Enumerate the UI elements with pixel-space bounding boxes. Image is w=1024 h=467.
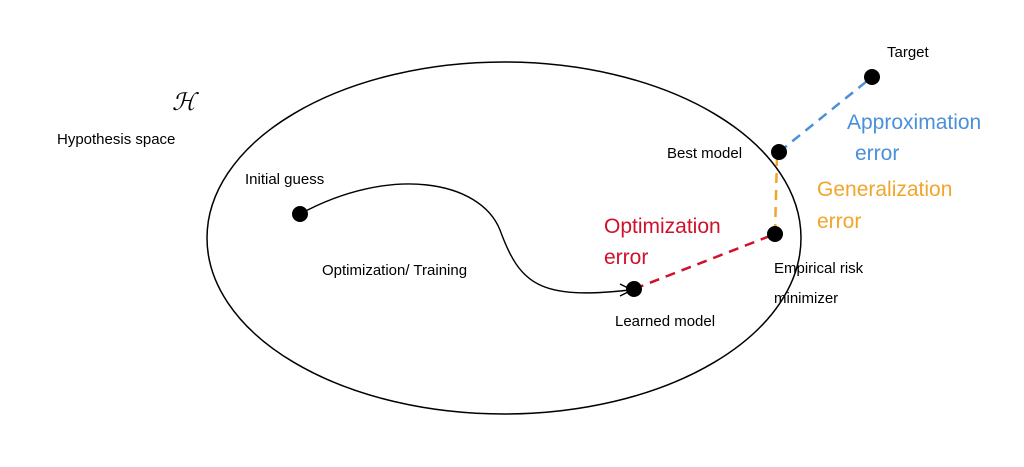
empirical-risk-minimizer-point bbox=[767, 226, 783, 242]
target-point bbox=[864, 69, 880, 85]
learned-model-label: Learned model bbox=[615, 313, 715, 330]
optimization-error-line bbox=[633, 232, 776, 291]
optimization-path-label: Optimization/ Training bbox=[322, 262, 467, 279]
hypothesis-space-ellipse bbox=[206, 61, 802, 415]
initial-guess-label: Initial guess bbox=[245, 171, 324, 188]
best-model-label: Best model bbox=[667, 145, 742, 162]
target-label: Target bbox=[887, 44, 930, 61]
hypothesis-symbol: ℋ bbox=[172, 88, 199, 116]
optimization-error-label-line1: Optimization bbox=[604, 215, 721, 238]
generalization-error-line bbox=[773, 155, 779, 235]
generalization-error-label-line2: error bbox=[817, 210, 861, 233]
empirical-risk-minimizer-label-line2: minimizer bbox=[774, 290, 838, 307]
empirical-risk-minimizer-label-line1: Empirical risk bbox=[774, 260, 864, 277]
initial-guess-point bbox=[292, 206, 308, 222]
optimization-error-label-line2: error bbox=[604, 246, 648, 269]
learned-model-point bbox=[626, 281, 642, 297]
approximation-error-label-line2: error bbox=[855, 142, 899, 165]
hypothesis-space-label: Hypothesis space bbox=[57, 131, 175, 148]
best-model-point bbox=[771, 144, 787, 160]
generalization-error-label-line1: Generalization bbox=[817, 178, 952, 201]
approximation-error-line bbox=[778, 76, 873, 153]
optimization-path bbox=[299, 183, 631, 294]
approximation-error-label-line1: Approximation bbox=[847, 111, 981, 134]
